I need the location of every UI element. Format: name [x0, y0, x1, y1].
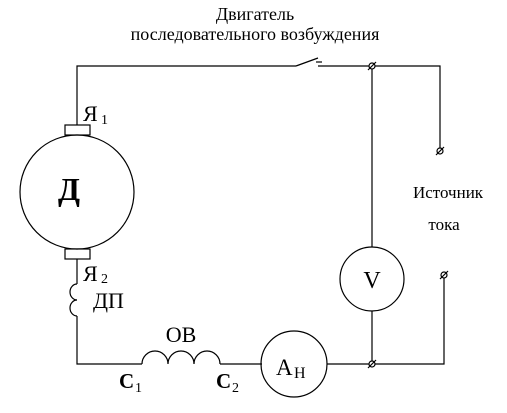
left-wire [69, 259, 142, 365]
voltmeter-label: V [363, 268, 381, 294]
source-label-line-2: тока [428, 215, 460, 234]
source-terminal-bottom-icon [439, 270, 449, 280]
source-terminal-top-icon [435, 146, 445, 156]
field-winding-label: ОВ [166, 322, 197, 347]
terminal-top-icon [367, 61, 377, 71]
motor-label: Д [58, 171, 80, 207]
voltmeter-icon [339, 246, 405, 312]
interpole-label: ДП [93, 288, 124, 313]
armature-terminal-top-index: 1 [101, 113, 108, 128]
ammeter-icon [260, 330, 328, 398]
armature-terminal-bottom-index: 2 [101, 272, 108, 287]
source-label-line-1: Источник [413, 183, 484, 202]
field-winding-end-index: 2 [232, 381, 239, 396]
field-winding-start-index: 1 [135, 381, 142, 396]
armature-terminal-bottom-letter: Я [83, 261, 98, 286]
title-line-2: последовательного возбуждения [131, 24, 380, 44]
switch-icon [295, 57, 322, 67]
field-winding-end-letter: С [216, 369, 231, 393]
bottom-right-wire [327, 278, 445, 365]
ammeter-letter: А [276, 355, 293, 380]
ammeter-subscript: Н [294, 365, 306, 382]
title-line-1: Двигатель [216, 4, 294, 24]
armature-terminal-top-letter: Я [83, 101, 98, 126]
field-winding-start-letter: С [119, 369, 134, 393]
top-wire [76, 65, 441, 148]
terminal-bottom-icon [367, 359, 377, 369]
coil-icon [141, 350, 262, 365]
